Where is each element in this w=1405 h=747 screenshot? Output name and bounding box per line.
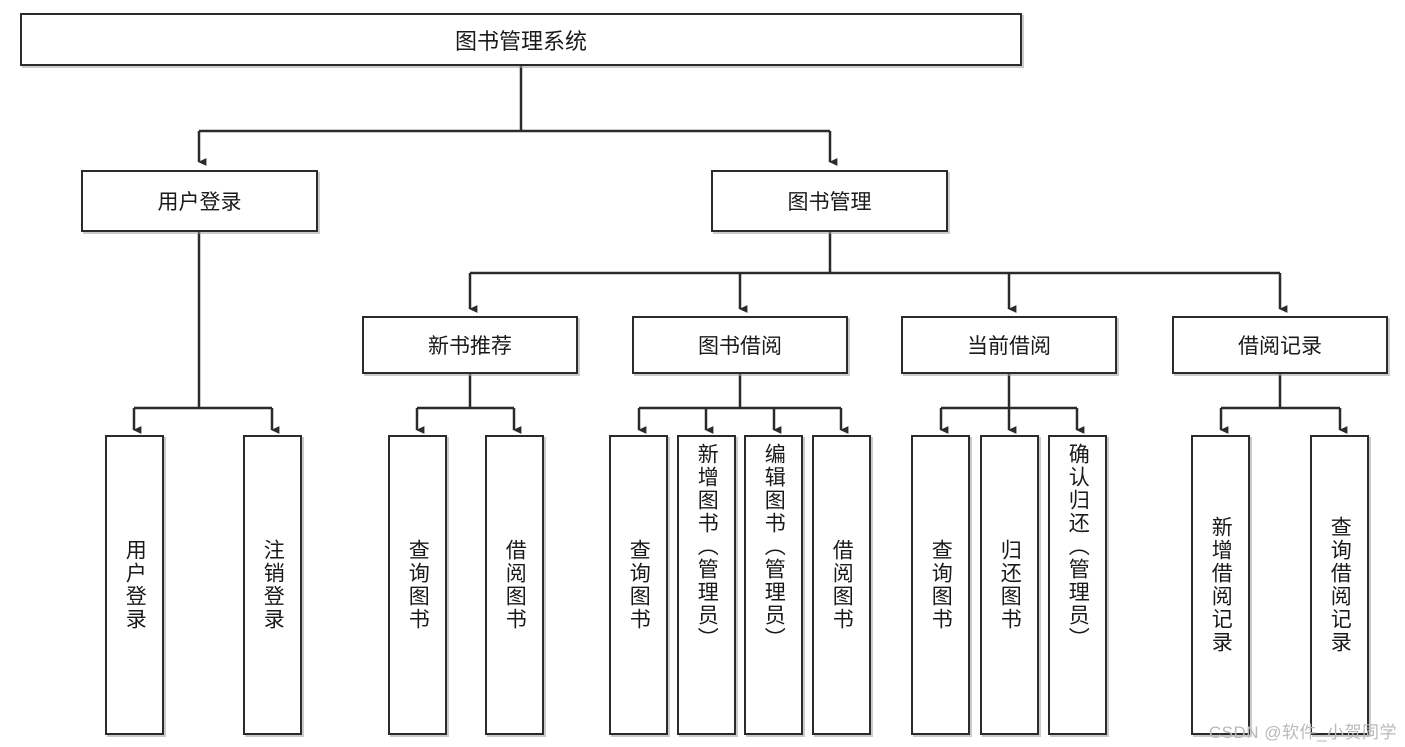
node-label: 新书推荐 — [428, 335, 512, 358]
node-leaf-user-login[interactable]: 用户登录 — [105, 435, 164, 735]
node-borrow-record[interactable]: 借阅记录 — [1172, 316, 1388, 374]
node-label: 用户登录 — [157, 191, 242, 214]
node-user-login[interactable]: 用户登录 — [81, 170, 318, 232]
node-label: 查询图书 — [929, 539, 953, 631]
node-leaf-query-record[interactable]: 查询借阅记录 — [1310, 435, 1369, 735]
node-label: 归还图书 — [998, 539, 1022, 631]
node-label: 借阅图书 — [503, 539, 527, 631]
node-label: 注销登录 — [261, 539, 285, 631]
node-label: 借阅图书 — [830, 539, 854, 631]
node-root-book-management-system[interactable]: 图书管理系统 — [20, 13, 1022, 66]
node-book-borrow[interactable]: 图书借阅 — [632, 316, 848, 374]
node-label: 查询借阅记录 — [1328, 516, 1352, 654]
node-label: 查询图书 — [406, 539, 430, 631]
node-label: 图书管理 — [787, 191, 872, 214]
node-leaf-logout[interactable]: 注销登录 — [243, 435, 302, 735]
node-current-borrow[interactable]: 当前借阅 — [901, 316, 1117, 374]
node-label: 用户登录 — [123, 539, 147, 631]
node-label: 图书借阅 — [698, 335, 782, 358]
node-leaf-query-book-1[interactable]: 查询图书 — [388, 435, 447, 735]
node-label: 借阅记录 — [1238, 335, 1322, 358]
node-leaf-return-book[interactable]: 归还图书 — [980, 435, 1039, 735]
node-label: 确认归还（管理员） — [1066, 443, 1090, 650]
node-leaf-borrow-book-2[interactable]: 借阅图书 — [812, 435, 871, 735]
node-leaf-borrow-book-1[interactable]: 借阅图书 — [485, 435, 544, 735]
node-label: 新增借阅记录 — [1209, 516, 1233, 654]
node-leaf-confirm-return[interactable]: 确认归还（管理员） — [1048, 435, 1107, 735]
node-leaf-edit-book[interactable]: 编辑图书（管理员） — [744, 435, 803, 735]
node-new-book-recommend[interactable]: 新书推荐 — [362, 316, 578, 374]
node-leaf-query-book-2[interactable]: 查询图书 — [609, 435, 668, 735]
node-label: 查询图书 — [627, 539, 651, 631]
node-leaf-query-book-3[interactable]: 查询图书 — [911, 435, 970, 735]
node-label: 当前借阅 — [967, 335, 1051, 358]
node-label: 图书管理系统 — [454, 28, 587, 54]
node-label: 编辑图书（管理员） — [762, 443, 786, 650]
node-label: 新增图书（管理员） — [695, 443, 719, 650]
watermark: CSDN @软件_小贺同学 — [1208, 723, 1397, 742]
node-leaf-add-book[interactable]: 新增图书（管理员） — [677, 435, 736, 735]
node-leaf-add-record[interactable]: 新增借阅记录 — [1191, 435, 1250, 735]
node-book-manage[interactable]: 图书管理 — [711, 170, 948, 232]
